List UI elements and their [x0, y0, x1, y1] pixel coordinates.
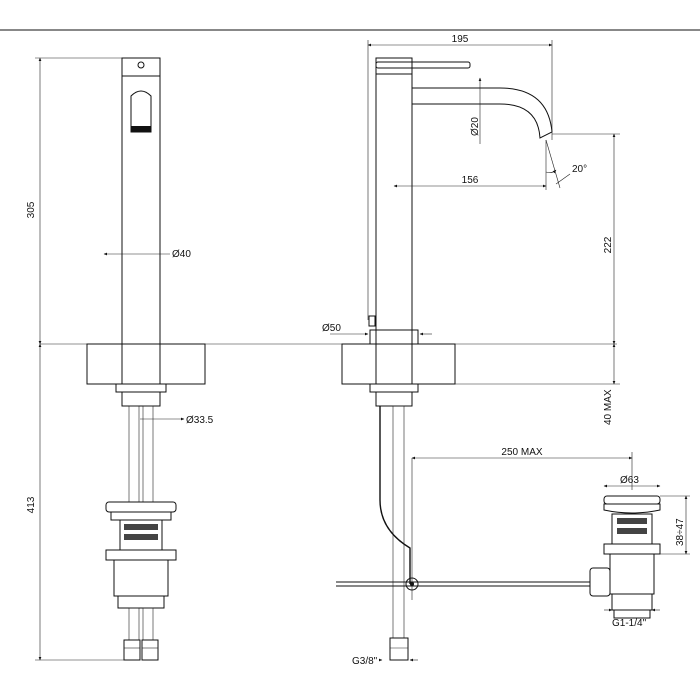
braided-hose-right: [142, 405, 154, 503]
spout-outlet: [130, 90, 152, 133]
dim-o20-label: Ø20: [470, 117, 481, 136]
dim-o33-label: Ø33.5: [186, 415, 214, 426]
dim-g38-label: G3/8": [352, 656, 378, 667]
dim-195-label: 195: [452, 34, 469, 45]
dim-305-label: 305: [26, 201, 37, 218]
dim-40max-label: 40 MAX: [603, 389, 614, 425]
supply-hose: [392, 405, 405, 639]
dim-156-label: 156: [462, 175, 479, 186]
front-view: 305 413 Ø40 Ø33.5: [26, 57, 214, 661]
faucet-body: [121, 75, 161, 345]
braided-hose-left: [128, 405, 140, 503]
lever-handle: [375, 61, 471, 69]
waste-cap: [603, 503, 661, 514]
dim-250max-label: 250 MAX: [501, 447, 542, 458]
faucet-cap: [121, 57, 161, 77]
dim-413-label: 413: [26, 496, 37, 513]
pop-up-rod: [379, 406, 411, 584]
dim-o63-label: Ø63: [620, 475, 639, 486]
side-view: 195 Ø20 156 20° 222 40 MAX Ø50: [322, 34, 633, 667]
deck-section-side: [341, 343, 456, 385]
faucet-body-side: [375, 73, 413, 345]
dim-o40-label: Ø40: [172, 249, 191, 260]
dim-38-47-label: 38÷47: [675, 518, 686, 546]
dim-g114-label: G1-1/4": [612, 618, 647, 629]
deck-section: [86, 343, 206, 385]
dim-20deg-label: 20°: [572, 164, 587, 175]
waste-detail: Ø63 38÷47 G1-1/4": [589, 475, 690, 629]
spout: [411, 87, 553, 139]
waste-cap-front: [105, 501, 177, 513]
dim-222-label: 222: [603, 236, 614, 253]
dim-o50-label: Ø50: [322, 323, 341, 334]
